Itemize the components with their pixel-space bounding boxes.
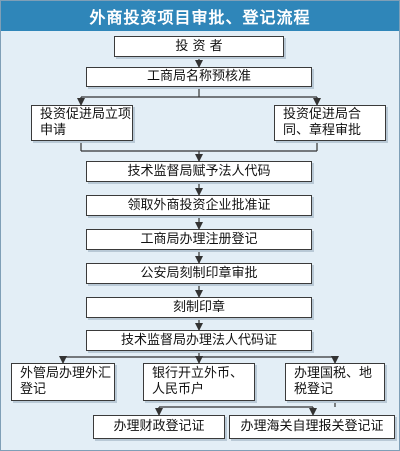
step-project-application: 投资促进局立项申请 <box>31 105 133 141</box>
step-registration: 工商局办理注册登记 <box>86 229 312 250</box>
step-finance-registration: 办理财政登记证 <box>93 415 225 439</box>
diagram-title: 外商投资项目审批、登记流程 <box>1 1 399 31</box>
step-approval-cert: 领取外商投资企业批准证 <box>86 195 312 216</box>
step-org-code: 技术监督局赋予法人代码 <box>86 161 312 182</box>
step-investor: 投 资 者 <box>114 36 284 57</box>
step-name-precheck: 工商局名称预核准 <box>86 67 312 87</box>
step-bank-accounts: 银行开立外币、人民币户 <box>143 363 255 401</box>
step-org-code-cert: 技术监督局办理法人代码证 <box>86 330 312 351</box>
step-customs-registration: 办理海关自理报关登记证 <box>229 415 395 439</box>
step-seal-approval: 公安局刻制印章审批 <box>86 263 312 284</box>
step-forex-registration: 外管局办理外汇登记 <box>11 363 115 401</box>
step-contract-approval: 投资促进局合同、章程审批 <box>274 105 386 141</box>
step-seal-engrave: 刻制印章 <box>86 297 312 318</box>
step-tax-registration: 办理国税、地税登记 <box>285 363 385 401</box>
